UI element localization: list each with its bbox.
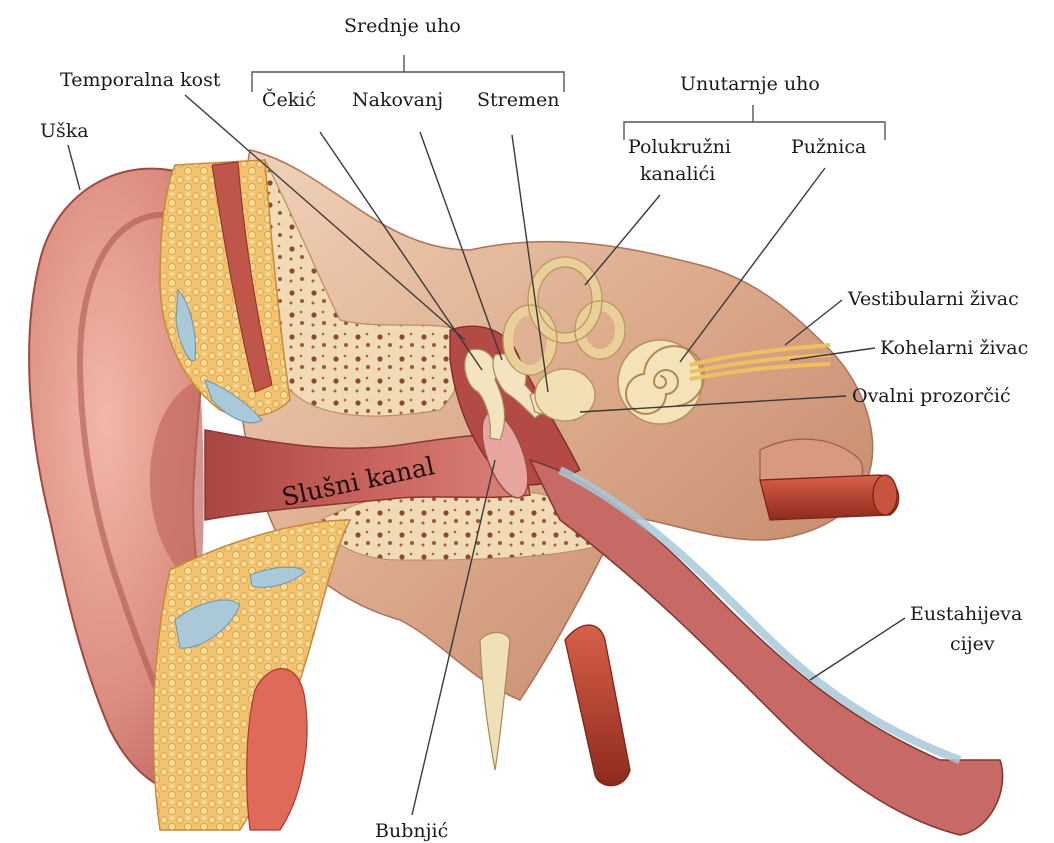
incus-label: Nakovanj: [352, 89, 443, 111]
blood-vessel-end: [873, 475, 897, 515]
auricle-leader: [68, 145, 80, 190]
cochlea-label: Pužnica: [791, 136, 866, 158]
inner-ear-bracket: [624, 105, 885, 140]
styloid-process: [480, 633, 510, 771]
vestibular-nerve-label: Vestibularni živac: [847, 288, 1019, 310]
stapes-label: Stremen: [477, 89, 559, 111]
malleus-label: Čekić: [262, 88, 316, 111]
auricle-label: Uška: [40, 120, 89, 142]
cochlear-nerve-label: Kohelarni živac: [880, 337, 1028, 359]
eustachian-tube-label-line2: cijev: [950, 633, 995, 655]
eustachian-tube-leader: [810, 618, 905, 680]
middle-ear-group-label: Srednje uho: [344, 15, 461, 37]
eustachian-tube-label-line1: Eustahijeva: [910, 603, 1022, 625]
blood-vessel-vertical: [565, 625, 630, 786]
eardrum-label: Bubnjić: [375, 820, 448, 842]
inner-ear-group-label: Unutarnje uho: [680, 73, 820, 95]
semicircular-canals-label-line1: Polukružni: [628, 136, 731, 158]
parotid-tissue: [247, 669, 307, 830]
oval-window-label: Ovalni prozorčić: [852, 385, 1011, 407]
temporal-bone-label: Temporalna kost: [60, 69, 221, 91]
semicircular-canals-label-line2: kanalići: [640, 163, 715, 185]
middle-ear-bracket: [252, 55, 564, 92]
vestibule: [535, 369, 595, 421]
